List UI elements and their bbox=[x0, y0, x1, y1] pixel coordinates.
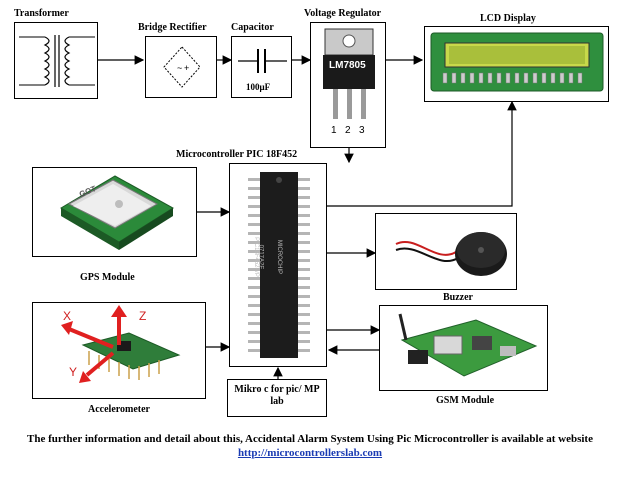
microcontroller-box: PIC18F452-I/P 0717A2E MICROCHIP bbox=[229, 163, 327, 367]
mikro-c-label: Mikro c for pic/ MP lab bbox=[234, 384, 320, 407]
footer-text: The further information and detail about… bbox=[27, 433, 593, 445]
bridge-rectifier-label: Bridge Rectifier bbox=[138, 22, 207, 33]
axis-y-label: Y bbox=[69, 365, 78, 379]
lcd-display-label: LCD Display bbox=[480, 13, 536, 24]
mcu-chip-brand: MICROCHIP bbox=[276, 239, 283, 275]
gsm-module-icon bbox=[398, 313, 538, 377]
regulator-pin-3: 3 bbox=[359, 125, 365, 136]
accelerometer-box: X Z Y bbox=[32, 302, 206, 399]
gsm-module-label: GSM Module bbox=[436, 395, 495, 406]
lcd-display-box bbox=[424, 26, 609, 102]
buzzer-icon bbox=[395, 232, 507, 276]
voltage-regulator-label: Voltage Regulator bbox=[304, 8, 382, 19]
svg-text:~: ~ bbox=[177, 63, 182, 73]
accelerometer-label: Accelerometer bbox=[88, 404, 150, 415]
lcd-icon bbox=[430, 32, 604, 92]
regulator-part-label: LM7805 bbox=[329, 60, 366, 71]
line-mcu-lcd bbox=[327, 100, 517, 207]
accelerometer-icon bbox=[61, 305, 181, 383]
capacitor-value: 100μF bbox=[246, 82, 271, 92]
gps-module-label: GPS Module bbox=[80, 272, 135, 283]
capacitor-box: 100μF bbox=[231, 36, 292, 98]
microcontroller-label: Microcontroller PIC 18F452 bbox=[176, 149, 298, 160]
axis-z-label: Z bbox=[139, 309, 147, 323]
gsm-module-box bbox=[379, 305, 548, 391]
footer-link[interactable]: http://microcontrollerslab.com bbox=[237, 447, 383, 459]
bridge-rectifier-icon: ~ + bbox=[163, 46, 201, 88]
buzzer-label: Buzzer bbox=[443, 292, 473, 303]
gps-module-icon bbox=[60, 175, 174, 250]
mikro-c-box: Mikro c for pic/ MP lab bbox=[227, 379, 327, 417]
capacitor-icon bbox=[238, 49, 287, 73]
bridge-rectifier-box: ~ + bbox=[145, 36, 217, 98]
transformer-label: Transformer bbox=[14, 8, 69, 19]
svg-text:+: + bbox=[184, 63, 189, 73]
buzzer-box bbox=[375, 213, 517, 290]
regulator-icon bbox=[323, 28, 375, 119]
voltage-regulator-box: LM7805 1 2 3 bbox=[310, 22, 386, 148]
gps-module-box: GOT bbox=[32, 167, 197, 257]
regulator-pin-2: 2 bbox=[345, 125, 351, 136]
axis-x-label: X bbox=[63, 309, 72, 323]
capacitor-label: Capacitor bbox=[231, 22, 274, 33]
mcu-chip-text: PIC18F452-I/P 0717A2E MICROCHIP bbox=[253, 224, 300, 304]
transformer-icon bbox=[19, 35, 95, 87]
transformer-box bbox=[14, 22, 98, 99]
footer-note: The further information and detail about… bbox=[0, 432, 620, 460]
regulator-pin-1: 1 bbox=[331, 125, 337, 136]
mcu-chip-lot: 0717A2E bbox=[257, 244, 264, 270]
mcu-chip-icon bbox=[248, 172, 310, 358]
